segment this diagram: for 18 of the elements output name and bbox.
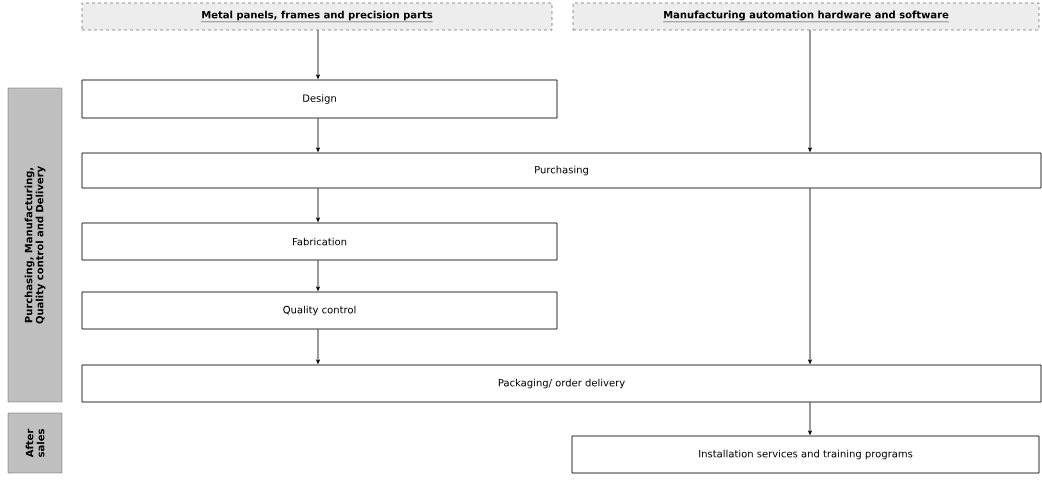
category-box: Metal panels, frames and precision parts xyxy=(81,2,553,31)
process-box: Packaging/ order delivery xyxy=(81,364,1042,403)
arrow xyxy=(316,188,320,222)
process-box: Quality control xyxy=(81,291,558,330)
arrow xyxy=(316,118,320,152)
process-box: Purchasing xyxy=(81,152,1042,189)
arrow xyxy=(316,260,320,291)
phase-band: Purchasing, Manufacturing, Quality control and Delivery xyxy=(7,87,63,403)
process-box: Fabrication xyxy=(81,222,558,261)
phase-band: After sales xyxy=(7,412,63,474)
arrow xyxy=(316,29,320,79)
arrow xyxy=(808,402,812,435)
arrow xyxy=(808,29,812,152)
arrow xyxy=(316,329,320,364)
process-box: Design xyxy=(81,79,558,119)
arrow xyxy=(808,188,812,364)
process-box: Installation services and training programs xyxy=(571,435,1040,474)
category-box: Manufacturing automation hardware and software xyxy=(572,2,1040,31)
